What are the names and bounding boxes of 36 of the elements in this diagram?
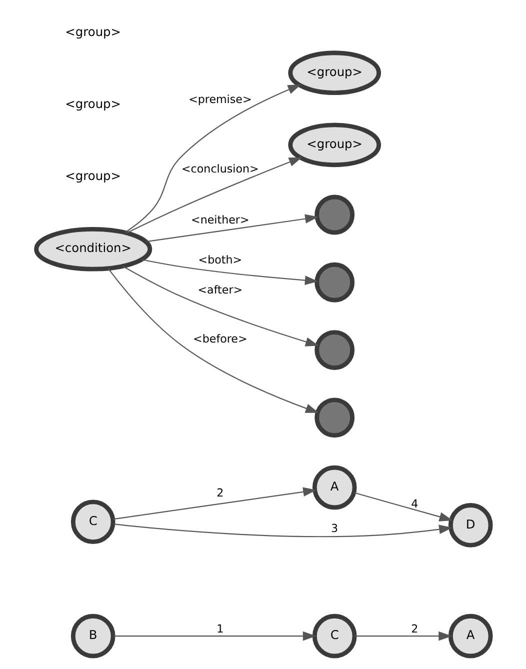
arrow (122, 266, 318, 346)
node-circle: B (70, 614, 115, 658)
node-circle (314, 262, 354, 302)
edge-label: 2 (410, 622, 418, 636)
edge-label: 1 (216, 622, 224, 636)
edge-label: <neither> (190, 214, 249, 227)
arrow (354, 492, 452, 522)
node-circle: C (70, 500, 115, 544)
edge-label: <after> (197, 283, 242, 296)
edge-label: <premise> (188, 92, 252, 106)
node-circle (314, 398, 354, 438)
arrow (112, 524, 452, 538)
node-circle: C (312, 614, 356, 658)
label: <group> (64, 97, 121, 112)
arrow (112, 631, 316, 641)
edge-label: <before> (192, 332, 247, 346)
label: <group> (64, 169, 121, 184)
edge-label: <conclusion> (181, 162, 258, 176)
arrow (141, 259, 318, 285)
node-circle: A (312, 465, 356, 510)
node-ellipse: <condition> (34, 226, 152, 272)
label: <group> (64, 25, 121, 40)
node-circle: D (448, 503, 492, 548)
node-circle (314, 330, 354, 370)
arrow (107, 268, 318, 413)
arrow (112, 487, 316, 520)
node-circle: A (448, 614, 492, 658)
edge-label: 3 (330, 522, 338, 535)
edge-label: 4 (410, 497, 418, 510)
node-circle (314, 194, 354, 235)
arrow (126, 157, 302, 234)
arrow (124, 84, 301, 233)
arrow (145, 214, 318, 242)
edge-label: 2 (216, 486, 224, 500)
edge-label: <both> (198, 254, 242, 267)
arrow (354, 631, 452, 641)
